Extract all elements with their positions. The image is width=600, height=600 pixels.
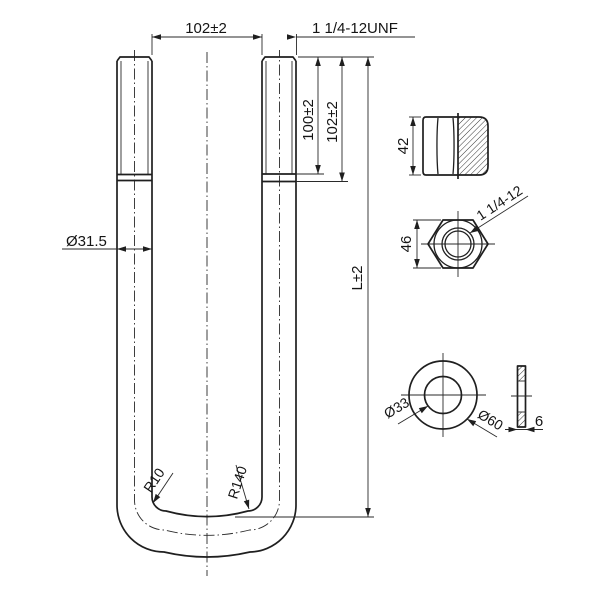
dim-text-across-flats: 46 [398,236,415,253]
arrow [243,499,250,509]
arrow [470,225,480,233]
nut-facet-line-1 [436,117,439,175]
nut-front-view: 46 1 1/4-12 [398,182,529,277]
dim-text-thread-length-outer: 102±2 [324,101,341,143]
arrow [525,426,535,433]
arrow [418,406,428,414]
nut-hexagon [427,219,489,269]
ubolt-outer-profile [116,61,297,558]
arrow [152,34,161,40]
nut-side-outline [422,116,489,176]
nut-chamfer-circle [433,219,483,269]
arrow [365,508,371,517]
washer-side-view: 6 [505,365,543,433]
arrow [339,172,345,182]
u-bolt-view: 102±2 1 1/4-12UNF 100±2 102±2 L±2 Ø31.5 … [62,20,415,576]
arrow [143,246,152,252]
washer-outer-circle [408,360,478,430]
dim-text-rod-diameter: Ø31.5 [66,233,107,250]
washer-hatch-top [517,366,526,381]
arrow [410,117,416,126]
dim-text-thickness: 6 [535,413,543,430]
thread-spec-text: 1 1/4-12UNF [312,20,398,37]
nut-facet-line-2 [452,117,455,175]
left-leg-top-edge [116,56,153,62]
arrow [315,165,321,174]
arrow [365,57,371,66]
arrow [287,34,296,40]
dim-text-bend-radius: R140 [224,464,250,501]
dim-text-inside-width: 102±2 [185,20,227,37]
arrow [153,493,161,503]
dim-text-thread-length: 100±2 [300,99,317,141]
leader-nut-thread [469,195,529,234]
dim-text-nut-width: 42 [395,138,412,155]
arrow [410,166,416,175]
washer-hole-circle [423,375,463,415]
right-leg-top-edge [261,56,297,62]
arrow [253,34,262,40]
nut-section-hatch [458,117,488,175]
ubolt-inner-profile [151,61,263,518]
washer-side-outline [516,365,527,428]
dim-text-hole-diameter: Ø33 [381,394,412,421]
washer-hatch-bottom [517,412,526,427]
arrow [467,419,477,427]
arrow [339,57,345,66]
arrow [414,259,420,268]
nut-thread-minor-circle [444,230,472,258]
dim-text-outer-diameter: Ø60 [475,406,506,433]
nut-thread-major-circle [441,227,475,261]
arrow [315,57,321,66]
dim-text-leg-length: L±2 [349,266,366,291]
arrow [508,426,518,433]
washer-front-view: Ø33 Ø60 [381,353,506,438]
arrow [117,246,126,252]
nut-side-view: 42 [395,113,489,179]
dim-text-inner-corner-radius: R10 [140,465,168,495]
arrow [414,220,420,229]
